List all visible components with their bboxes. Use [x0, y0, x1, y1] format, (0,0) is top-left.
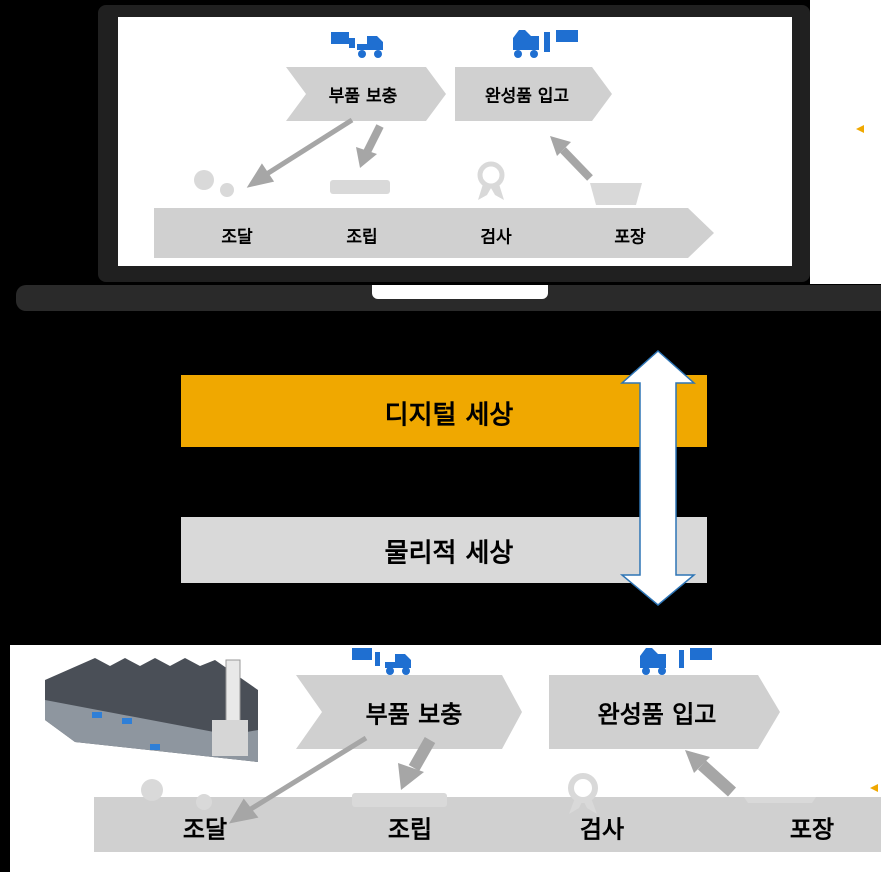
gears-icon: [141, 779, 212, 810]
laptop-base-notch: [372, 285, 548, 299]
digital-inbound-label: 완성품 입고: [484, 86, 570, 107]
digital-refill-label: 부품 보충: [328, 86, 398, 107]
physical-step-assembly: 조립: [387, 815, 433, 844]
digital-band: [181, 375, 707, 447]
physical-world-label: 물리적 세상: [384, 538, 514, 569]
arrow-to-procure: [246, 117, 354, 188]
puzzle-icon: [352, 793, 447, 807]
puzzle-icon: [330, 180, 390, 194]
digital-step-inspection: 검사: [480, 227, 512, 248]
forklift-icon: [640, 648, 712, 675]
physical-refill-label: 부품 보충: [365, 700, 463, 729]
edge-marker: [870, 784, 878, 792]
process-band: [154, 208, 714, 258]
physical-step-inspection: 검사: [579, 815, 625, 844]
inbound-chevron: [549, 675, 780, 749]
refill-chevron: [296, 675, 522, 749]
physical-step-procure: 조달: [182, 815, 228, 844]
arrow-from-packing: [685, 750, 737, 797]
gears-icon: [194, 170, 234, 197]
process-band: [94, 797, 881, 852]
arrow-from-packing: [550, 136, 593, 181]
refill-chevron: [286, 67, 446, 121]
factory-icon: [45, 658, 258, 762]
arrow-to-assembly: [356, 124, 384, 168]
digital-step-procure: 조달: [221, 227, 253, 248]
digital-world-label: 디지털 세상: [384, 400, 514, 431]
forklift-icon: [331, 32, 383, 58]
double-arrow: [619, 349, 697, 606]
background-decoration-right: [810, 0, 881, 284]
forklift-icon: [513, 30, 578, 58]
box-icon: [744, 797, 816, 803]
physical-inbound-label: 완성품 입고: [597, 700, 717, 729]
edge-marker: [856, 125, 864, 133]
inbound-chevron: [455, 67, 612, 121]
physical-step-packing: 포장: [789, 815, 835, 844]
physical-band: [181, 517, 707, 583]
arrow-to-assembly: [398, 737, 436, 790]
award-ribbon-icon: [568, 773, 598, 814]
forklift-icon: [352, 648, 411, 675]
digital-step-packing: 포장: [614, 227, 646, 248]
digital-step-assembly: 조립: [346, 227, 378, 248]
award-ribbon-icon: [477, 161, 505, 200]
arrow-to-procure: [229, 735, 368, 824]
box-icon: [590, 183, 642, 205]
